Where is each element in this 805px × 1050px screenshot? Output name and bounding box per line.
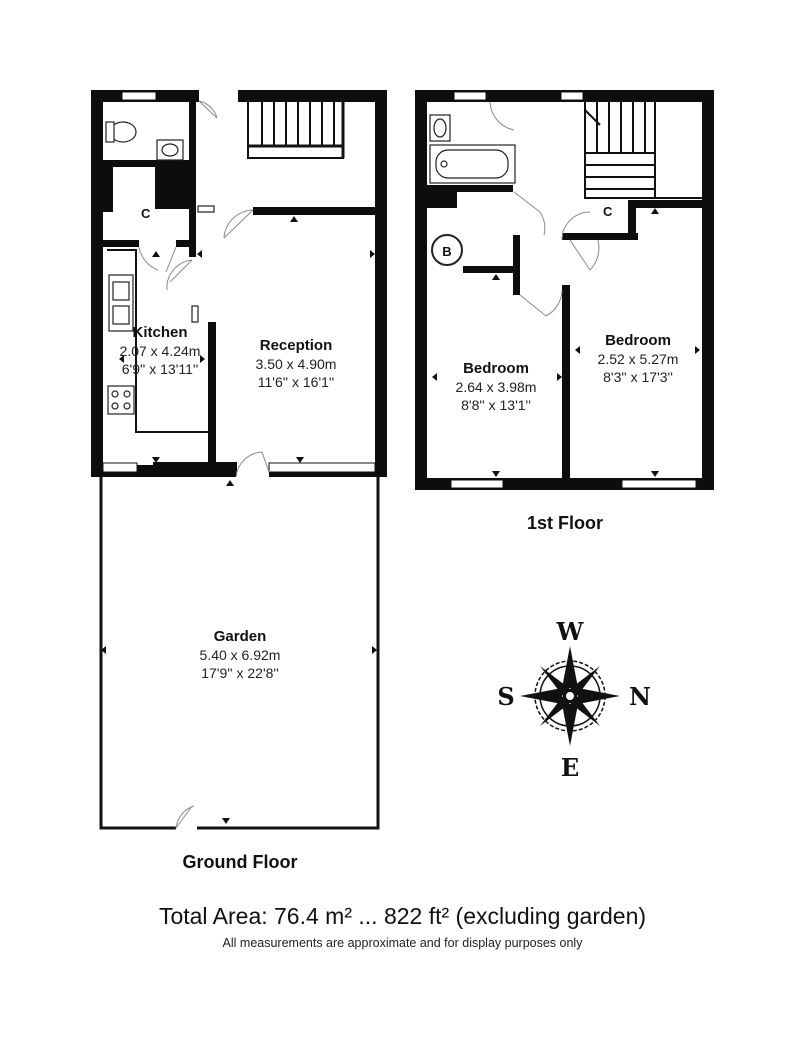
compass-west: W	[556, 617, 585, 646]
compass-north: N	[629, 682, 651, 711]
reception-name: Reception	[260, 337, 333, 354]
first-floor: B C	[415, 90, 714, 533]
bedroom-2-metric: 2.52 x 5.27m	[598, 351, 679, 367]
boiler-icon	[431, 234, 463, 266]
total-area: Total Area: 76.4 m² ... 822 ft² (excludi…	[158, 903, 647, 929]
garden-name: Garden	[214, 628, 267, 645]
ground-floor: C Kitchen 2.07 x 4.24m 6'9'' x 13'11'' R…	[91, 90, 387, 872]
ground-stairs	[248, 100, 345, 158]
boiler-label: B	[442, 244, 451, 259]
garden-imperial: 17'9'' x 22'8''	[201, 665, 279, 681]
first-stairs	[584, 100, 702, 199]
kitchen-imperial: 6'9'' x 13'11''	[122, 361, 199, 377]
cupboard-label-first: C	[603, 204, 613, 219]
compass-south: S	[497, 682, 514, 711]
bedroom-1-name: Bedroom	[463, 360, 529, 377]
ground-floor-title: Ground Floor	[183, 852, 298, 872]
hob-icon	[107, 385, 135, 415]
reception-imperial: 11'6'' x 16'1''	[258, 374, 335, 390]
garden-metric: 5.40 x 6.92m	[200, 647, 281, 663]
cupboard-label: C	[141, 206, 151, 221]
bedroom-1-imperial: 8'8'' x 13'1''	[461, 397, 531, 413]
bedroom-2-imperial: 8'3'' x 17'3''	[603, 369, 673, 385]
bedroom-2-name: Bedroom	[605, 332, 671, 349]
reception-metric: 3.50 x 4.90m	[256, 356, 337, 372]
disclaimer: All measurements are approximate and for…	[222, 936, 583, 950]
first-floor-title: 1st Floor	[527, 513, 603, 533]
compass-icon: W S N E	[497, 617, 651, 782]
bedroom-1-metric: 2.64 x 3.98m	[456, 379, 537, 395]
kitchen-metric: 2.07 x 4.24m	[120, 343, 201, 359]
kitchen-name: Kitchen	[132, 324, 187, 341]
compass-east: E	[561, 753, 579, 782]
